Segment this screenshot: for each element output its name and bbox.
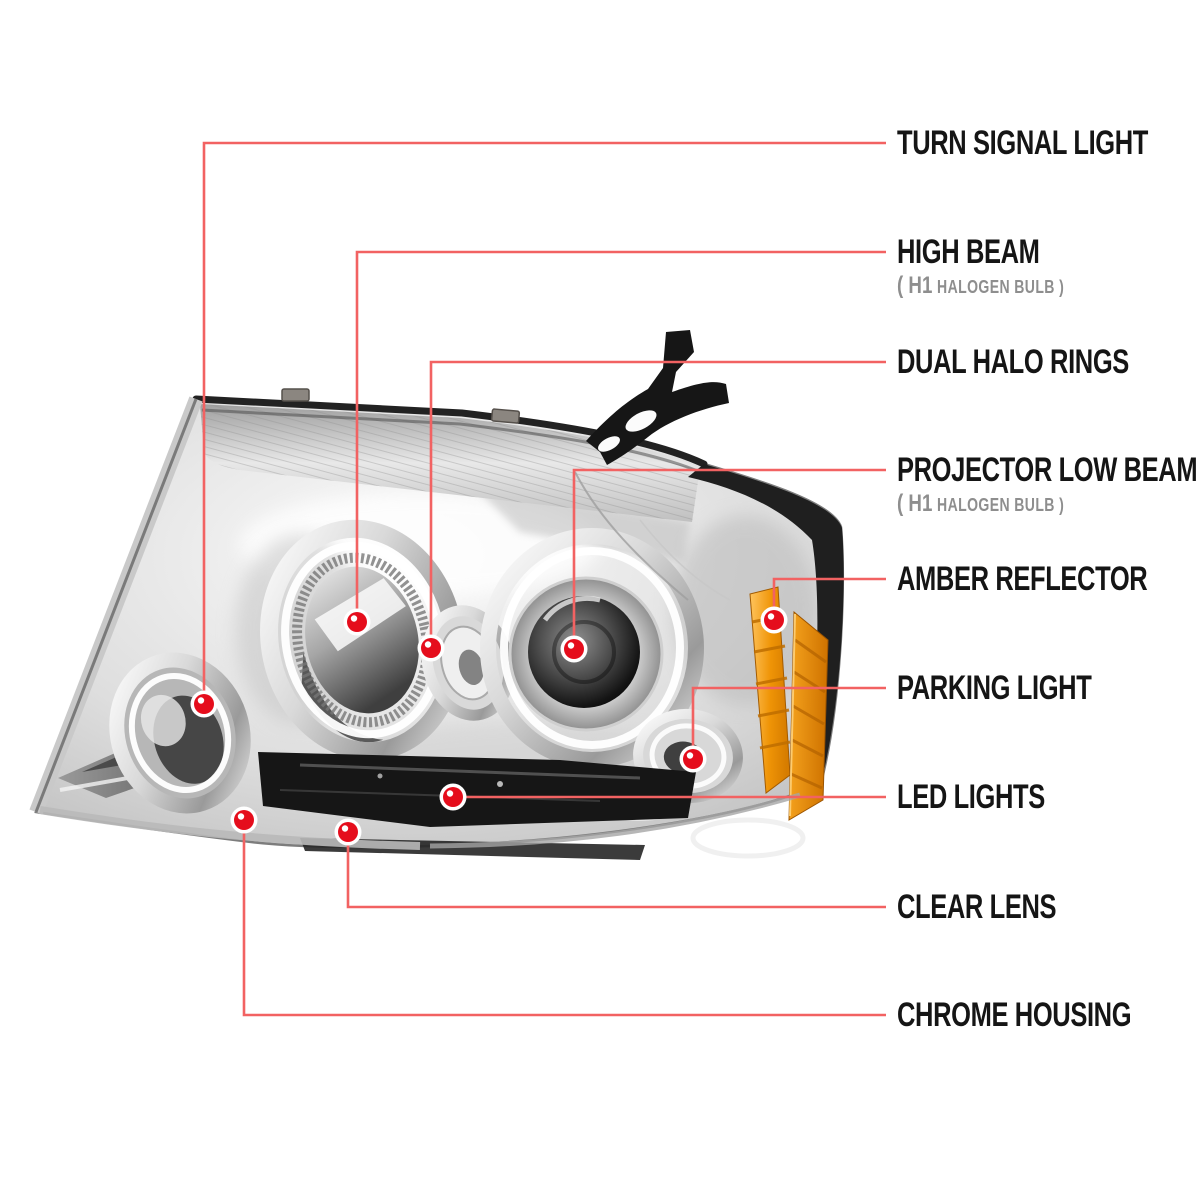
mounting-tab — [490, 408, 521, 424]
callout-label-amber-reflector: AMBER REFLECTOR — [897, 557, 1200, 601]
callout-label-turn-signal-light: TURN SIGNAL LIGHT — [897, 121, 1200, 165]
callout-label-led-lights: LED LIGHTS — [897, 775, 1094, 819]
callout-dot-turn-signal-light — [190, 690, 218, 718]
mounting-tab — [281, 388, 310, 402]
label-text: PARKING LIGHT — [897, 669, 1092, 707]
callout-dot-chrome-housing — [230, 806, 258, 834]
callout-dots — [190, 606, 788, 846]
callout-line-turn-signal-light — [202, 141, 886, 704]
callout-dot-parking-light — [679, 745, 707, 773]
label-text: DUAL HALO RINGS — [897, 343, 1129, 381]
label-text: CHROME HOUSING — [897, 996, 1132, 1034]
label-text: HIGH BEAM — [897, 233, 1040, 271]
callout-line-chrome-housing — [242, 820, 886, 1017]
callout-label-clear-lens: CLEAR LENS — [897, 885, 1109, 929]
callout-line-dual-halo-rings — [429, 360, 886, 648]
callout-line-amber-reflector — [772, 577, 886, 620]
callout-dot-led-lights — [439, 783, 467, 811]
headlight-housing — [29, 330, 845, 860]
callout-dot-amber-reflector — [760, 606, 788, 634]
callout-line-projector-low-beam — [572, 468, 886, 649]
callout-line-clear-lens — [346, 832, 886, 909]
label-text: CLEAR LENS — [897, 888, 1057, 926]
label-text: LED LIGHTS — [897, 778, 1045, 816]
callout-label-parking-light: PARKING LIGHT — [897, 666, 1156, 710]
callout-dot-clear-lens — [334, 818, 362, 846]
callout-label-dual-halo-rings: DUAL HALO RINGS — [897, 340, 1200, 384]
callout-lines — [202, 141, 886, 1017]
callout-dot-projector-low-beam — [560, 635, 588, 663]
label-text: PROJECTOR LOW BEAM — [897, 451, 1198, 489]
label-text: TURN SIGNAL LIGHT — [897, 124, 1148, 162]
callout-label-chrome-housing: CHROME HOUSING — [897, 993, 1200, 1037]
callout-dot-dual-halo-rings — [417, 634, 445, 662]
callout-line-parking-light — [691, 686, 886, 759]
mounting-bracket — [586, 330, 729, 465]
label-text: AMBER REFLECTOR — [897, 560, 1148, 598]
callout-dot-high-beam — [343, 608, 371, 636]
callout-line-high-beam — [355, 250, 886, 622]
